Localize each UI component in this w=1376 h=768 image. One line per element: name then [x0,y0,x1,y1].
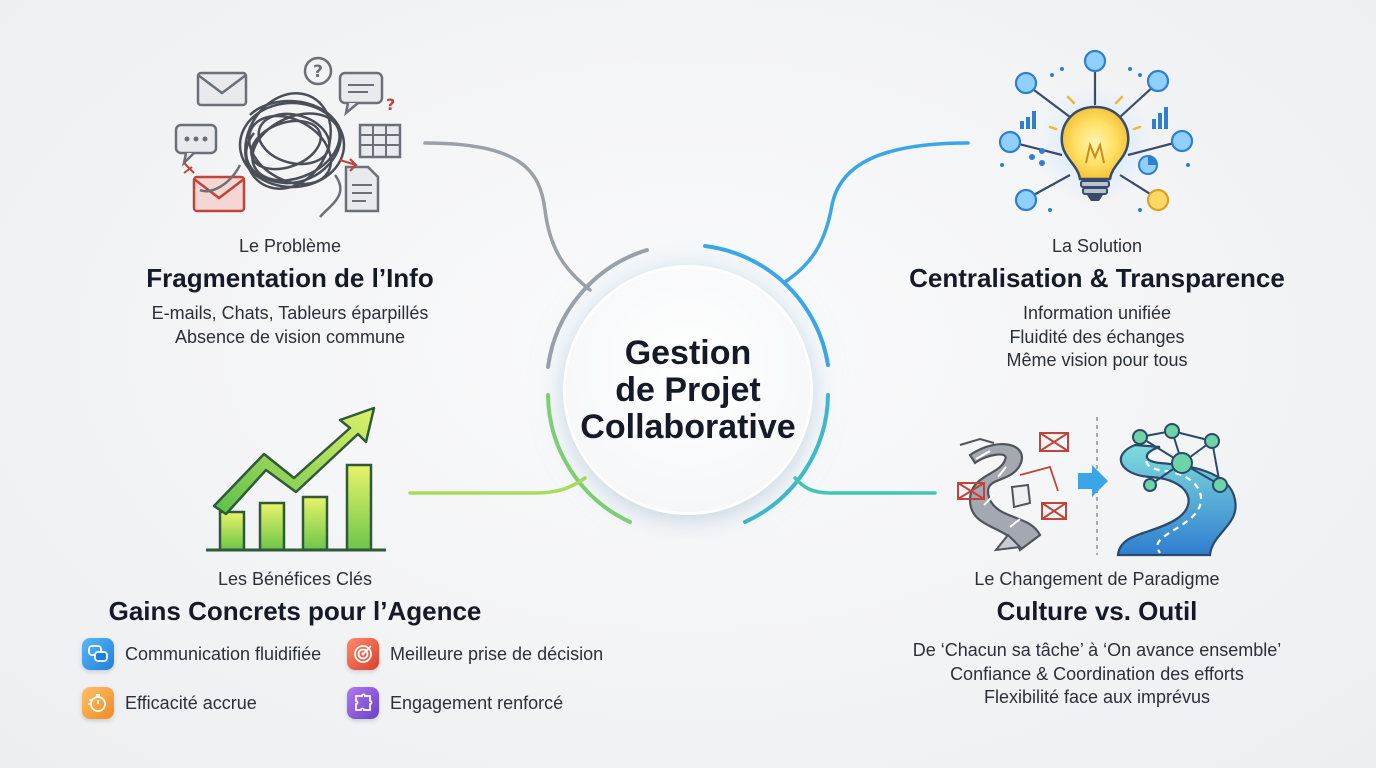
center-title-line-2: de Projet [615,370,761,409]
problem-line-2: Absence de vision commune [174,326,406,347]
center-title-line-3: Collaborative [580,407,796,446]
center-title-line-1: Gestion [624,333,752,372]
svg-text:?: ? [386,95,395,114]
benefit-item-communication: Communication fluidifiée [82,638,321,670]
benefit-label-decision: Meilleure prise de décision [390,643,604,664]
tangle-icon [199,92,346,218]
envelope-red-icon [192,175,246,213]
problem-kicker: Le Problème [238,236,342,256]
solution-heading: Centralisation & Transparence [909,263,1285,293]
problem-line-1: E-mails, Chats, Tableurs éparpillés [151,303,429,323]
right-arrow-icon [1078,465,1108,497]
problem-heading: Fragmentation de l’Info [146,263,434,293]
lightbulb-icon [1060,105,1130,181]
branch-line-problem [423,141,592,292]
solution-kicker: La Solution [1051,236,1143,256]
broken-road-icon [968,443,1042,552]
branch-line-solution [783,141,970,284]
paradigm-line-2: Confiance & Coordination des efforts [950,663,1244,684]
target-icon [347,638,379,670]
benefit-item-decision: Meilleure prise de décision [347,638,603,670]
paradigm-section: Le Changement de Paradigme Culture vs. O… [897,569,1297,710]
benefit-label-communication: Communication fluidifiée [125,643,322,664]
growth-chart-icon [206,406,386,552]
benefits-heading: Gains Concrets pour l’Agence [108,596,482,626]
ring-arc-top-left [546,248,649,369]
lightbulb-network-icon [998,49,1194,212]
document-icon [344,165,380,213]
share-icon [1029,148,1045,166]
benefits-section: Les Bénéfices Clés Gains Concrets pour l… [95,569,495,635]
paradigm-line-1: De ‘Chacun sa tâche’ à ‘On avance ensemb… [912,640,1282,660]
spreadsheet-icon [358,123,402,159]
cross-box-icon [957,432,1069,520]
center-hub: Gestion de Projet Collaborative [566,268,810,512]
benefit-label-efficiency: Efficacité accrue [125,692,257,713]
branch-line-benefits [408,476,587,495]
paradigm-heading: Culture vs. Outil [996,596,1198,626]
solution-line-2: Fluidité des échanges [1009,326,1185,347]
smooth-road-icon [1116,443,1237,557]
chat-bubble-right-icon [338,71,384,117]
stopwatch-icon [82,687,114,719]
problem-section: Le Problème Fragmentation de l’Info E-ma… [140,236,440,349]
road-transformation-icon [957,417,1237,557]
chat-bubble-icon [174,123,218,167]
ring-arc-top-right [703,244,830,367]
red-arrow-icon [339,158,358,172]
branch-line-paradigm [793,476,937,495]
benefit-item-engagement: Engagement renforcé [347,687,563,719]
svg-text:?: ? [313,62,323,82]
ring-arc-bottom-right [743,393,830,524]
benefit-label-engagement: Engagement renforcé [390,692,564,713]
up-arrow-icon [212,406,376,516]
benefit-item-efficiency: Efficacité accrue [82,687,257,719]
tangled-communication-icon: ? ? [174,56,402,218]
ring-arc-bottom-left [546,393,632,524]
pie-chart-icon [1138,155,1158,175]
solution-line-3: Même vision pour tous [1006,350,1188,370]
paradigm-line-3: Flexibilité face aux imprévus [983,687,1211,707]
solution-section: La Solution Centralisation & Transparenc… [897,236,1297,373]
question-bubble-icon: ? [303,56,333,86]
envelope-icon [196,71,248,107]
solution-line-1: Information unifiée [1022,303,1172,323]
paradigm-kicker: Le Changement de Paradigme [974,569,1220,589]
chat-bubbles-icon [82,638,114,670]
benefits-kicker: Les Bénéfices Clés [217,569,373,589]
puzzle-icon [347,687,379,719]
